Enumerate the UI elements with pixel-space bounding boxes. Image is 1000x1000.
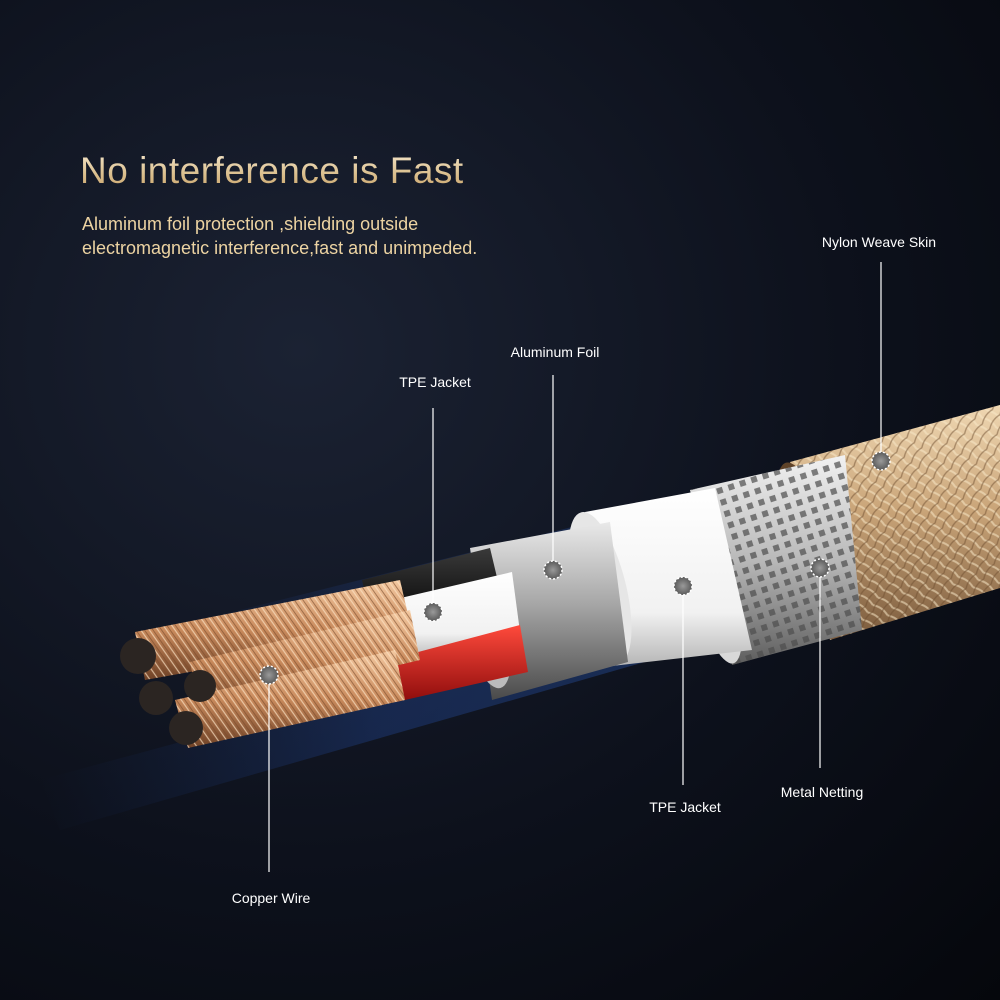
callout-metal-netting: Metal Netting [780,784,864,800]
subtitle-line-1: Aluminum foil protection ,shielding outs… [82,214,419,234]
copper-wire [120,580,420,748]
callout-copper-wire: Copper Wire [231,890,311,906]
callout-aluminum-foil: Aluminum Foil [510,344,600,360]
callout-tpe-jacket-inner: TPE Jacket [399,374,471,390]
callout-lines [268,262,882,872]
callout-nylon-weave-skin: Nylon Weave Skin [821,234,937,250]
subtitle: Aluminum foil protection ,shielding outs… [82,212,477,260]
callout-tpe-jacket-outer: TPE Jacket [649,799,721,815]
callout-dots [259,451,891,685]
subtitle-line-2: electromagnetic interference,fast and un… [82,238,478,258]
headline: No interference is Fast [80,150,464,191]
